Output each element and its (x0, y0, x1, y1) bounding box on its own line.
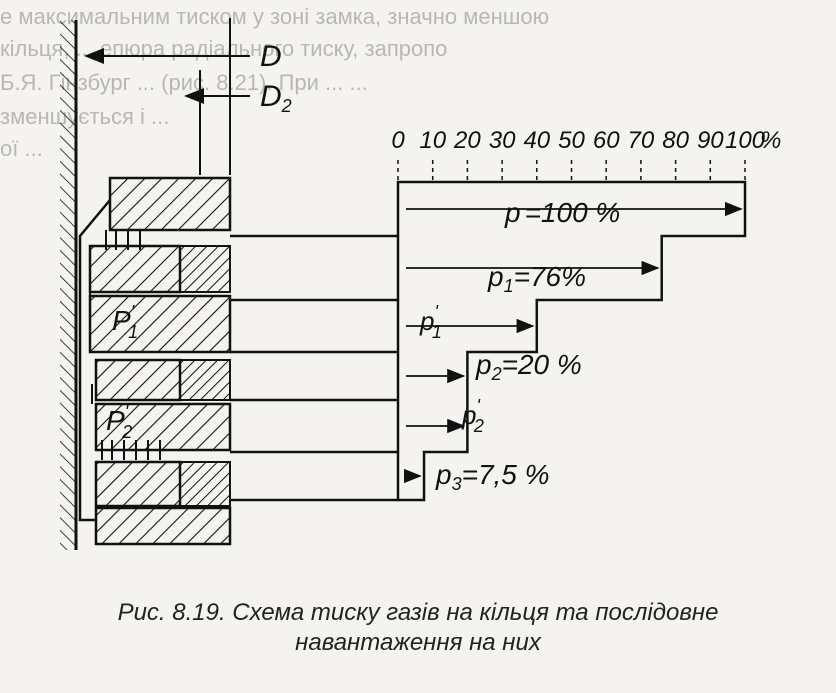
label-d2: D2 (260, 80, 292, 116)
ring-1 (88, 244, 232, 354)
force-arrows (89, 230, 161, 460)
pressure-label-p1-prime: p'1 (419, 302, 442, 342)
scale-tick-label: 90 (697, 127, 724, 154)
caption-line: Рис. 8.19. Схема тиску газів на кільця т… (117, 599, 719, 626)
pressure-label-p2-prime: p'2 (461, 396, 484, 436)
epure-outline (396, 180, 747, 502)
bg-text-line: Б.Я. Гінзбург ... (рис. 8.21). При ... .… (0, 70, 368, 95)
scale-tick-label: 10 (419, 127, 446, 154)
scale-tick-label: 30 (489, 127, 516, 154)
scale-tick-label: 70 (628, 127, 655, 154)
figure-caption: Рис. 8.19. Схема тиску газів на кільця т… (0, 598, 836, 658)
ring-label-p2-prime: P'2 (106, 402, 132, 442)
ring-label-p1-prime: P'1 (112, 302, 138, 342)
scale-tick-label: 80 (662, 127, 689, 154)
scale-tick-label: 60 (593, 127, 620, 154)
pressure-label-p: p=100 % (504, 197, 620, 228)
scale-tick-label: 40 (523, 127, 550, 154)
pressure-label-p3: p3=7,5 % (435, 459, 550, 494)
pressure-diagram: е максимальним тиском у зоні замка, знач… (0, 4, 781, 550)
background-text: е максимальним тиском у зоні замка, знач… (0, 4, 549, 161)
label-d: D (260, 40, 282, 73)
dimension-d2: D2 (184, 70, 292, 175)
scale-unit: % (760, 127, 781, 154)
cylinder-wall (60, 20, 78, 550)
pressure-label-p2: p2=20 % (475, 349, 582, 384)
bg-text-line: ої ... (0, 136, 43, 161)
pressure-epure (230, 160, 747, 502)
scale-tick-label: 100 (725, 127, 766, 154)
bg-text-line: е максимальним тиском у зоні замка, знач… (0, 4, 549, 29)
scale-tick-label: 50 (558, 127, 585, 154)
piston-crown (78, 176, 232, 522)
ring-3 (94, 460, 232, 546)
scale-tick-label: 20 (453, 127, 481, 154)
bg-text-line: зменшується і ... (0, 104, 169, 129)
scale-tick-label: 0 (391, 127, 405, 154)
pressure-label-p1: p1=76% (487, 261, 586, 296)
ring-2 (94, 358, 232, 452)
caption-line: навантаження на них (295, 629, 541, 656)
